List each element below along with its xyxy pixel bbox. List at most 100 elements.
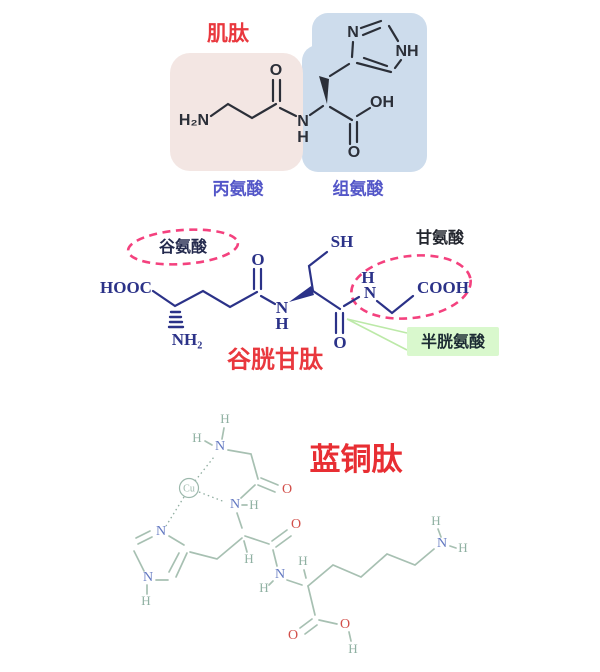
atom-label: O — [291, 517, 301, 532]
copper-peptide-title: 蓝铜肽 — [310, 442, 404, 477]
atom-label: N — [156, 524, 166, 539]
cysteine-box — [407, 327, 499, 356]
bond-path — [355, 56, 393, 74]
atom-label: H — [348, 641, 357, 656]
coordination-bond — [198, 491, 226, 503]
bond-path — [375, 294, 415, 315]
bond-path — [328, 105, 354, 122]
bond-path — [257, 477, 279, 493]
bond-path — [236, 512, 243, 529]
atom-label: N — [143, 570, 153, 585]
atom-label: SH — [331, 232, 354, 251]
bond-path — [393, 58, 403, 70]
glycine-ellipse — [350, 254, 472, 320]
glutathione-bonds — [151, 250, 415, 335]
atom-label: N — [276, 298, 289, 317]
beta-alanine-highlight — [170, 53, 303, 171]
bond-path — [348, 631, 352, 642]
bond-path — [268, 580, 274, 586]
bond-path — [342, 295, 361, 308]
atom-label: HOOC — [100, 278, 152, 297]
bond-path — [243, 540, 248, 553]
bond-path — [168, 535, 185, 546]
atom-label: O — [270, 62, 282, 79]
bond-path — [387, 24, 400, 43]
atom-label: H — [361, 268, 374, 287]
atom-label: N — [215, 439, 225, 454]
bond-path — [252, 267, 263, 291]
carnosine-bonds — [209, 19, 403, 146]
atom-label: H — [244, 551, 253, 566]
atom-label: H — [431, 513, 440, 528]
atom-label: O — [282, 482, 292, 497]
atom-label: OH — [370, 94, 394, 111]
atom-label: N — [364, 283, 377, 302]
bond-path — [271, 78, 282, 103]
glutamic-acid-ellipse — [126, 228, 240, 266]
bond-path — [204, 440, 213, 446]
bond-path — [271, 529, 292, 548]
glutathione-section: 半胱氨酸 谷氨酸 甘氨酸 HOOC NH₂ O N H SH O H N — [100, 228, 499, 373]
bond-path — [328, 62, 351, 78]
bond-path — [334, 311, 345, 335]
atom-label: NH — [395, 43, 418, 60]
glutathione-atoms: HOOC NH₂ O N H SH O H N COOH — [100, 232, 469, 352]
atom-label: H — [192, 430, 201, 445]
beta-alanine-label: 丙氨酸 — [213, 178, 265, 198]
coordination-bond — [165, 496, 185, 527]
copper-peptide-section: 蓝铜肽 — [133, 411, 468, 656]
bond-path — [272, 549, 278, 567]
coordination-bond — [194, 456, 215, 482]
bond-path — [307, 548, 435, 587]
bond-path — [189, 537, 243, 560]
bond-path — [437, 528, 442, 538]
bond-path — [221, 427, 225, 440]
atom-label: H — [259, 580, 268, 595]
bond-path — [348, 120, 359, 146]
bond-path — [355, 106, 372, 118]
glutathione-title: 谷胱甘肽 — [227, 346, 324, 373]
bond-path — [308, 104, 325, 117]
atom-label: NH₂ — [172, 330, 203, 349]
bond-path — [311, 289, 342, 311]
atom-label: H₂N — [179, 112, 209, 129]
atom-label: COOH — [417, 278, 469, 297]
histidine-highlight-lower — [302, 45, 427, 172]
atom-label: O — [251, 250, 264, 269]
ghk-bonds — [133, 427, 457, 642]
bond-path — [259, 294, 277, 306]
bond-path — [299, 618, 318, 635]
atom-label: H — [249, 497, 258, 512]
bond-path — [303, 569, 307, 579]
bond-path — [307, 585, 316, 616]
atom-label: O — [333, 333, 346, 352]
ghk-atoms: H H N O N H N N H H O N H H N H H O O H — [141, 411, 467, 656]
bond-path — [151, 289, 259, 309]
glutamic-acid-label: 谷氨酸 — [159, 237, 208, 256]
atom-label: H — [275, 314, 288, 333]
atom-label: N — [347, 24, 359, 41]
bond-path — [449, 545, 457, 549]
atom-label: N — [297, 113, 309, 130]
carnosine-section: 肌肽 H₂N O N H N NH OH O — [170, 13, 427, 198]
glycine-label: 甘氨酸 — [416, 228, 465, 247]
atom-label: N — [230, 497, 240, 512]
bond-path — [209, 102, 278, 120]
atom-label: H — [141, 593, 150, 608]
bond-path — [244, 535, 270, 545]
cysteine-pointer-line — [346, 318, 408, 351]
bond-path — [168, 552, 188, 578]
copper-circle — [178, 477, 200, 499]
bond-path — [133, 550, 145, 572]
bond-path — [286, 579, 303, 586]
atom-label: H — [220, 411, 229, 426]
bond-path — [359, 19, 383, 37]
bond-path — [307, 250, 329, 293]
bond-path — [278, 106, 298, 118]
wedge-bond — [319, 76, 329, 104]
histidine-label: 组氨酸 — [333, 178, 385, 198]
atom-label: H — [458, 540, 467, 555]
cysteine-label: 半胱氨酸 — [421, 332, 486, 351]
